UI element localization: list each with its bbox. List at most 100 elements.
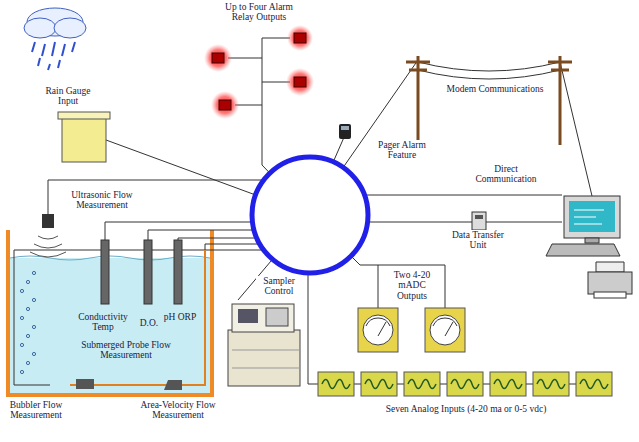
analog-input	[447, 372, 483, 396]
pager-icon	[339, 124, 351, 139]
computer	[564, 196, 620, 238]
wire	[14, 250, 310, 385]
part-label: Pager Alarm Feature	[372, 140, 432, 161]
part-label: Direct Communication	[462, 164, 550, 185]
analog-input	[404, 372, 440, 396]
logger-hub	[252, 157, 368, 273]
water-probe	[144, 240, 152, 304]
rain-cloud	[32, 42, 75, 70]
pager-icon	[339, 124, 351, 139]
analog-input	[580, 380, 608, 389]
part-label: Bubbler Flow Measurement	[2, 400, 70, 421]
telephone-pole	[548, 56, 572, 145]
analog-input	[365, 380, 393, 389]
sampler	[232, 350, 300, 368]
bubbles	[20, 316, 23, 319]
ultrasonic-sensor	[30, 236, 66, 257]
part-label: pH ORP	[162, 312, 198, 322]
telephone-pole	[406, 56, 430, 145]
pager-icon	[341, 126, 349, 130]
part-label: Ultrasonic Flow Measurement	[60, 190, 144, 211]
analog-input	[361, 372, 397, 396]
printer	[588, 262, 632, 298]
bubbles	[32, 298, 35, 301]
part-label: Area-Velocity Flow Measurement	[136, 400, 220, 421]
alarm-light	[294, 33, 306, 43]
part-label: Data Transfer Unit	[448, 230, 508, 251]
bubbles	[20, 370, 23, 373]
rain-cloud	[24, 18, 56, 38]
water-probe	[101, 240, 109, 304]
printer	[588, 272, 632, 294]
computer	[546, 244, 620, 256]
analog-input	[576, 372, 612, 396]
part-label: Submerged Probe Flow Measurement	[66, 340, 186, 361]
bubbles	[26, 307, 29, 310]
bubbles	[32, 352, 35, 355]
sampler	[228, 330, 300, 386]
area-velocity-sensor	[164, 380, 182, 390]
rain-gauge	[58, 112, 110, 162]
alarm-light	[287, 25, 313, 51]
part-label: Seven Analog Inputs (4-20 ma or 0-5 vdc)	[318, 404, 614, 414]
data-transfer-unit	[475, 215, 483, 219]
computer	[546, 196, 620, 256]
computer	[585, 238, 599, 243]
part-label: Modem Communications	[440, 84, 550, 94]
ultrasonic-sensor	[42, 214, 54, 228]
part-label: D.O.	[136, 318, 162, 328]
water-probe	[174, 240, 182, 304]
analog-input	[490, 372, 526, 396]
analog-input	[408, 380, 436, 389]
output-meter	[358, 308, 465, 352]
output-meter	[425, 308, 465, 352]
output-meter	[430, 315, 460, 345]
bubbles	[26, 280, 29, 283]
bubbles	[20, 271, 35, 373]
computer	[569, 201, 615, 232]
alarm-light	[204, 25, 314, 119]
alarm-light	[211, 91, 239, 119]
output-meter	[363, 315, 393, 345]
alarm-light	[219, 100, 231, 110]
part-label: Rain Gauge Input	[36, 86, 100, 107]
printer	[594, 292, 626, 298]
wire	[14, 38, 612, 385]
analog-input	[318, 372, 612, 396]
sampler	[266, 308, 288, 326]
bubbles	[32, 325, 35, 328]
water-probe	[101, 240, 182, 304]
ultrasonic-sensor	[30, 214, 66, 257]
rain-gauge	[62, 118, 106, 162]
output-meter	[366, 318, 390, 336]
analog-input	[322, 380, 350, 389]
analog-input	[451, 380, 479, 389]
rain-cloud	[24, 8, 86, 70]
printer	[596, 262, 624, 272]
sampler	[228, 304, 300, 386]
tank	[8, 230, 212, 395]
bubbles	[32, 271, 35, 274]
output-meter	[358, 308, 398, 352]
data-transfer-unit	[472, 212, 486, 230]
analog-input	[318, 372, 354, 396]
tank	[8, 230, 212, 395]
computer	[574, 210, 604, 224]
bubbles	[26, 361, 29, 364]
part-label: Conductivity Temp	[72, 312, 134, 333]
rain-cloud	[54, 18, 86, 38]
rain-gauge	[58, 112, 110, 119]
wire	[418, 62, 560, 79]
analog-input	[537, 380, 565, 389]
bubbles	[26, 334, 29, 337]
sampler	[238, 309, 258, 323]
analog-input	[533, 372, 569, 396]
alarm-light	[294, 77, 306, 87]
part-label: Two 4-20 mADC Outputs	[382, 270, 442, 301]
alarm-light	[204, 44, 232, 72]
sampler	[232, 304, 294, 332]
telephone-pole	[406, 56, 572, 145]
alarm-light	[286, 68, 314, 96]
